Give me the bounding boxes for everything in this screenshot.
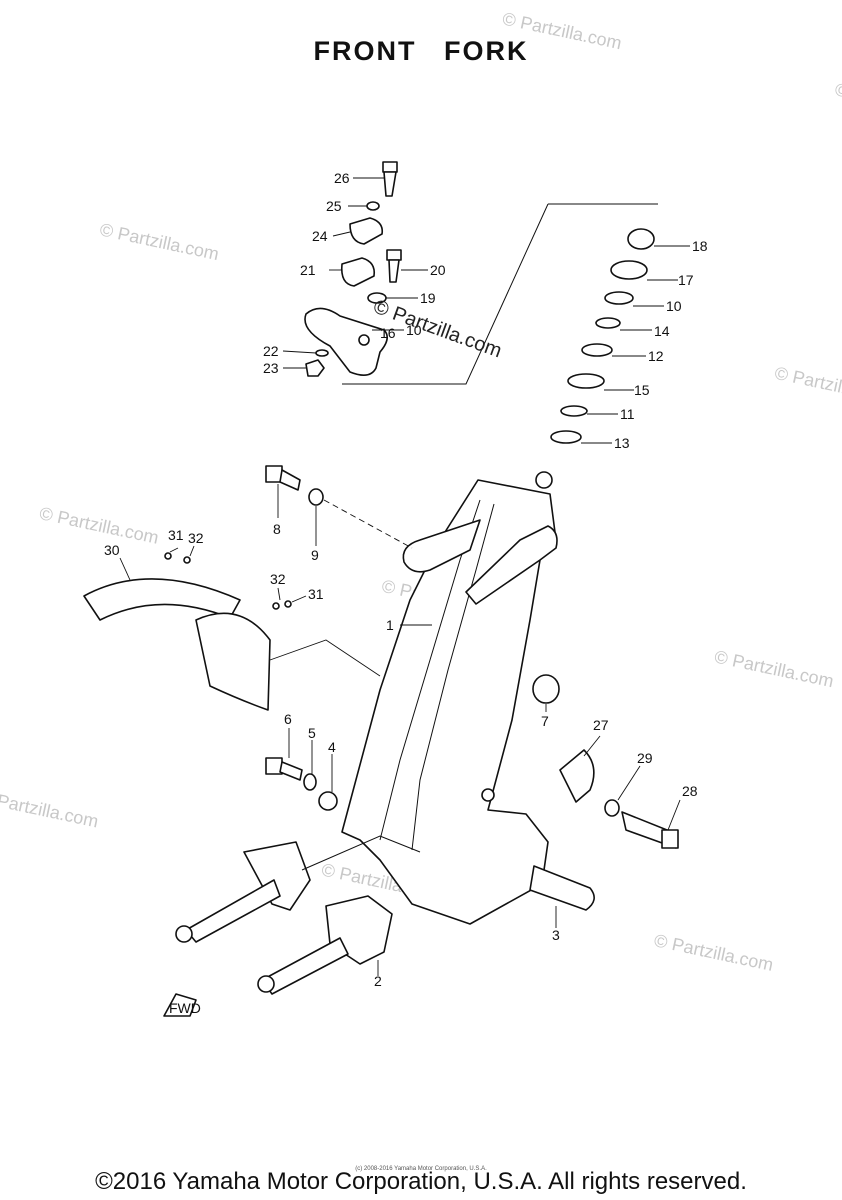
part-label: 26 (334, 170, 350, 186)
washer (318, 791, 338, 811)
part-label: 24 (312, 228, 328, 244)
bracket-plate (304, 307, 388, 376)
part-label: 16 (380, 325, 396, 341)
washer (303, 773, 317, 791)
steering-stem-top (535, 471, 553, 489)
bearing-race (550, 430, 582, 444)
washer (308, 488, 324, 506)
washer (315, 349, 329, 357)
part-label: 12 (648, 348, 664, 364)
arm-link-line (301, 835, 421, 871)
arm-bushing (257, 975, 275, 993)
part-label: 20 (430, 262, 446, 278)
cap (532, 674, 560, 704)
fwd-label: FWD (169, 1000, 201, 1016)
front-axle (529, 865, 595, 911)
fork-arm (465, 525, 558, 605)
dust-seal (567, 373, 605, 389)
copyright-notice: ©2016 Yamaha Motor Corporation, U.S.A. A… (95, 1168, 747, 1195)
link-arm (185, 879, 281, 943)
part-label: 14 (654, 323, 670, 339)
group-bracket-line (342, 203, 658, 385)
part-label: 10 (666, 298, 682, 314)
front-fender-lower (195, 612, 271, 711)
part-label: 28 (682, 783, 698, 799)
bolt-head (386, 249, 402, 261)
part-label: 22 (263, 343, 279, 359)
link-arm (261, 937, 349, 995)
part-label: 10 (406, 322, 422, 338)
ball-bearing (560, 405, 588, 417)
bearing-race (581, 343, 613, 357)
bolt-shank (279, 761, 303, 781)
handlebar-holder-lower (340, 257, 376, 287)
tiny-notice: (c) 2008-2016 Yamaha Motor Corporation, … (355, 1166, 487, 1172)
bolt-shank (279, 469, 301, 491)
part-label: 13 (614, 435, 630, 451)
leader-lines (119, 177, 690, 976)
part-label: 30 (104, 542, 120, 558)
fork-edge-line (411, 503, 495, 851)
part-label: 23 (263, 360, 279, 376)
bolt-head (382, 161, 398, 173)
washer (604, 799, 620, 817)
arm-bushing (175, 925, 193, 943)
part-label: 4 (328, 739, 336, 755)
part-label: 2 (374, 973, 382, 989)
stopper-plate (559, 749, 595, 803)
part-label: 25 (326, 198, 342, 214)
part-label: 31 (168, 527, 184, 543)
bracket-hole (358, 334, 370, 346)
part-label: 32 (188, 530, 204, 546)
screw (164, 552, 172, 560)
part-label: 31 (308, 586, 324, 602)
ring-nut (627, 228, 655, 250)
part-label: 27 (593, 717, 609, 733)
screw (284, 600, 292, 608)
part-label: 18 (692, 238, 708, 254)
assembly-dash-line (323, 499, 413, 549)
part-label: 5 (308, 725, 316, 741)
part-label: 6 (284, 711, 292, 727)
part-label: 19 (420, 290, 436, 306)
bolt-head (661, 829, 679, 849)
part-label: 11 (620, 406, 635, 422)
part-label: 7 (541, 713, 549, 729)
part-label: 1 (386, 617, 394, 633)
part-label: 32 (270, 571, 286, 587)
fork-ear (402, 519, 481, 573)
part-number-labels: 1 2 3 4 5 6 7 8 9 10 10 11 12 13 14 15 1… (104, 170, 708, 989)
bearing-cover (610, 260, 648, 280)
part-label: 17 (678, 272, 694, 288)
bolt-shank (388, 259, 400, 283)
part-label: 3 (552, 927, 560, 943)
part-label: 21 (300, 262, 316, 278)
front-fender (83, 578, 241, 621)
ball-bearing (595, 317, 621, 329)
pivot-hole (481, 788, 495, 802)
fender-lead-line (269, 639, 381, 677)
handlebar-holder-upper (349, 217, 384, 245)
part-label: 29 (637, 750, 653, 766)
bolt-shank (383, 171, 397, 197)
part-label: 15 (634, 382, 650, 398)
part-label: 8 (273, 521, 281, 537)
page-title: FRONT FORK (313, 36, 529, 66)
washer (183, 556, 191, 564)
part-label: 9 (311, 547, 319, 563)
washer (366, 201, 380, 211)
fwd-arrow (163, 993, 197, 1017)
washer (272, 602, 280, 610)
nut (305, 359, 325, 377)
bearing-race (604, 291, 634, 305)
